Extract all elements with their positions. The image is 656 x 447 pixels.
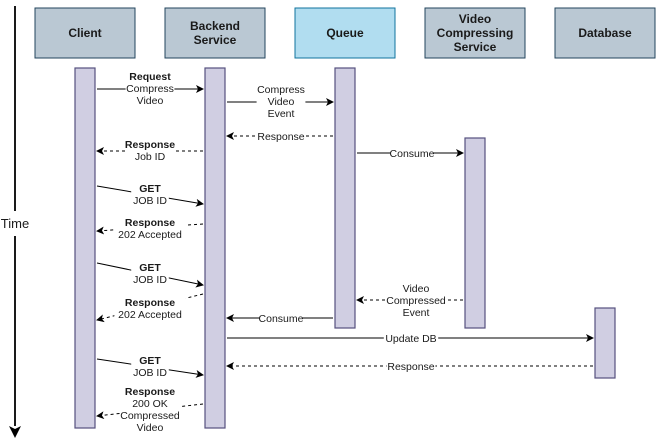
message-label: JOB ID [133,274,167,286]
messages: RequestCompressVideoCompressVideoEventRe… [96,70,594,434]
message-database-to-backend: Response [226,360,593,373]
message-label-background [390,147,434,160]
participant-box [294,7,396,59]
participant-label: Database [578,26,632,40]
message-label: Compress [126,83,174,95]
message-label: Event [268,108,295,120]
time-axis: Time [1,6,29,438]
message-label: 202 Accepted [118,229,182,241]
participant-label: Video [459,12,491,26]
message-label-background [386,360,436,373]
message-label: Compressed [386,295,446,307]
message-label: JOB ID [133,195,167,207]
participant-label: Client [68,26,101,40]
participant-box [554,7,656,59]
message-label-background [256,130,306,143]
message-label: JOB ID [133,367,167,379]
message-label: Job ID [135,151,166,163]
message-label: Response [387,361,434,373]
message-label: GET [139,183,161,195]
message-label: Event [403,307,430,319]
message-label: Request [129,71,171,83]
activation-bar-database [594,307,616,379]
message-label: Compressed [120,410,180,422]
message-queue-to-backend: Consume [226,312,333,325]
message-backend-to-database: Update DB [227,332,594,345]
message-label: Video [137,422,164,434]
activation-bar-compressor [464,137,486,329]
message-label-background [383,332,439,345]
activation-bar-client [74,67,96,429]
message-label-background [131,261,169,286]
message-label: Response [125,139,175,151]
message-label: Response [257,131,304,143]
message-label: Response [125,297,175,309]
message-label-background [125,138,175,163]
message-label-background [131,182,169,207]
time-axis-label: Time [1,216,29,231]
participant-client: Client [34,7,136,59]
participant-label: Service [194,33,237,47]
activation-bars [74,67,616,429]
message-label-background [259,312,303,325]
message-label: Video [137,95,164,107]
message-label-background [125,70,175,107]
message-label-background [114,216,186,241]
message-label: GET [139,262,161,274]
time-axis-arrow-icon [9,426,21,438]
message-label: Video [403,283,430,295]
message-label: 202 Accepted [118,309,182,321]
message-label: GET [139,355,161,367]
message-label-background [120,385,180,434]
message-label: Consume [390,148,435,160]
participant-label: Backend [190,19,240,33]
participant-label: Service [454,40,497,54]
participant-queue: Queue [294,7,396,59]
message-label-background [114,296,186,321]
activation-bar-backend [204,67,226,429]
message-label: Update DB [385,333,436,345]
activation-bar-queue [334,67,356,329]
message-queue-to-backend: Response [226,130,333,143]
participant-database: Database [554,7,656,59]
message-queue-to-compressor: Consume [357,147,464,160]
participant-box [164,7,266,59]
message-label-background [256,83,306,120]
message-label: Consume [259,313,304,325]
message-label: Response [125,217,175,229]
message-label: Compress [257,84,305,96]
message-label: Video [268,96,295,108]
participant-label: Queue [326,26,364,40]
message-label: 200 OK [132,398,168,410]
message-label: Response [125,386,175,398]
participant-box [424,7,526,59]
participant-label: Compressing [437,26,514,40]
message-label-background [131,354,169,379]
participant-box [34,7,136,59]
message-label-background [386,282,446,319]
